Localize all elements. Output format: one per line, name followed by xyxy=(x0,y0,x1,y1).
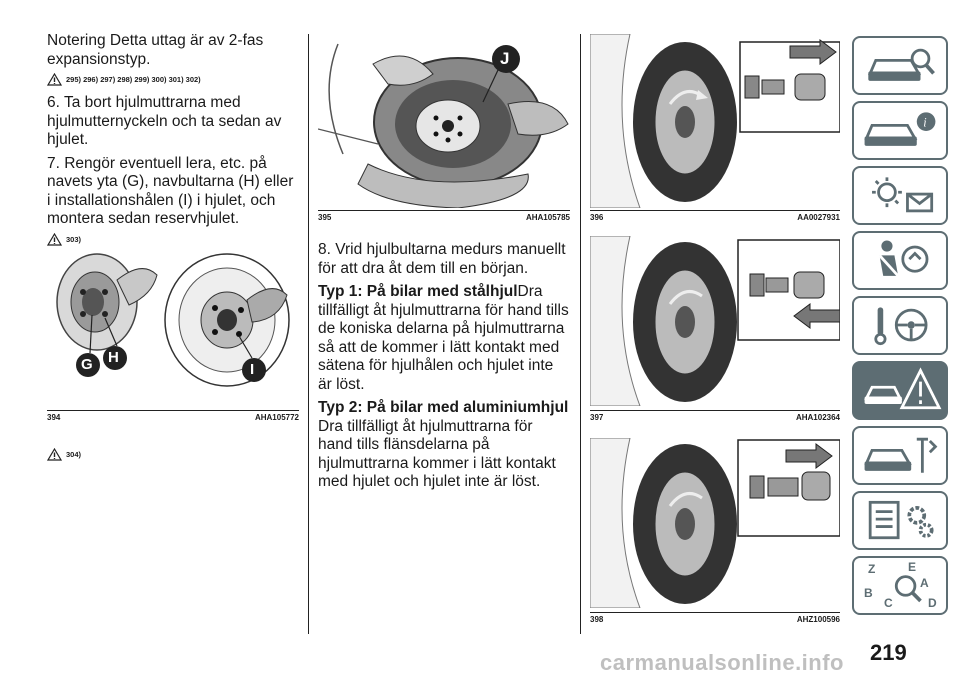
warning-icon xyxy=(47,448,62,461)
figure-code: AA0027931 xyxy=(797,213,840,222)
column-1: Notering Detta uttag är av 2-fas expansi… xyxy=(47,32,299,246)
watermark: carmanualsonline.info xyxy=(600,650,844,675)
figure-number: 396 xyxy=(590,213,604,222)
figure-394: G H I xyxy=(47,240,299,408)
figure-396-caption: 396 AA0027931 xyxy=(590,210,840,222)
step-7: 7. Rengör eventuell lera, etc. på navets… xyxy=(47,154,294,228)
tab-breakdown-warning[interactable] xyxy=(852,361,948,420)
tab-index-search[interactable]: Z E A B C D xyxy=(852,556,948,615)
column-2-text: 8. Vrid hjulbultarna medurs manuellt för… xyxy=(318,241,570,492)
tab-specs-gear[interactable] xyxy=(852,491,948,550)
figure-code: AHZ100596 xyxy=(796,615,840,624)
tab-dashboard-lights[interactable] xyxy=(852,166,948,225)
dashboard-lights-icon xyxy=(872,177,934,213)
figure-397 xyxy=(590,236,840,406)
step-6: 6. Ta bort hjulmuttrarna med hjulmuttern… xyxy=(47,94,282,148)
figure-395-caption: 395 AHA105785 xyxy=(318,210,570,222)
tab-seatbelt-airbag[interactable] xyxy=(852,231,948,290)
car-search-icon xyxy=(868,48,935,81)
breakdown-warning-icon xyxy=(864,367,942,410)
specs-gear-icon xyxy=(868,500,934,540)
tab-car-info[interactable]: i xyxy=(852,101,948,160)
step-8: 8. Vrid hjulbultarna medurs manuellt för… xyxy=(318,241,566,277)
figure-number: 395 xyxy=(318,213,332,222)
warning-refs-2: 303) xyxy=(47,232,299,246)
figure-number: 394 xyxy=(47,413,61,422)
steering-key-icon xyxy=(874,307,928,346)
type-2-text: Dra tillfälligt åt hjulmuttrarna för han… xyxy=(318,417,556,491)
label-g: G xyxy=(81,356,93,373)
tab-steering-key[interactable] xyxy=(852,296,948,355)
figure-398 xyxy=(590,438,840,608)
figure-code: AHA105772 xyxy=(254,413,299,422)
label-i: I xyxy=(250,361,255,378)
index-search-icon xyxy=(894,575,922,603)
column-divider-1 xyxy=(308,34,309,634)
figure-394-caption: 394 AHA105772 xyxy=(47,410,299,422)
type-1-title: Typ 1: På bilar med stålhjul xyxy=(318,283,518,300)
car-info-icon: i xyxy=(864,112,936,146)
car-service-icon xyxy=(864,437,938,473)
figure-398-caption: 398 AHZ100596 xyxy=(590,612,840,624)
warning-icon xyxy=(47,73,62,86)
svg-text:i: i xyxy=(923,115,926,129)
warning-refs-1: 295) 296) 297) 298) 299) 300) 301) 302) xyxy=(47,73,299,86)
type-2-title: Typ 2: På bilar med aluminiumhjul xyxy=(318,399,569,416)
type-1-text: Dra tillfälligt åt hjulmuttrarna för han… xyxy=(318,283,569,393)
tab-car-service[interactable] xyxy=(852,426,948,485)
column-divider-2 xyxy=(580,34,581,634)
figure-397-caption: 397 AHA102364 xyxy=(590,410,840,422)
label-j: J xyxy=(500,49,510,68)
seatbelt-airbag-icon xyxy=(878,240,929,277)
type-1-paragraph: Typ 1: På bilar med stålhjulDra tillfäll… xyxy=(318,283,570,394)
figure-395: J xyxy=(318,34,570,208)
note-text: Notering Detta uttag är av 2-fas expansi… xyxy=(47,32,264,68)
figure-number: 398 xyxy=(590,615,604,624)
figure-396 xyxy=(590,34,840,208)
figure-number: 397 xyxy=(590,413,604,422)
warning-icon xyxy=(47,232,62,246)
tab-car-search[interactable] xyxy=(852,36,948,95)
label-h: H xyxy=(108,349,119,366)
figure-code: AHA105785 xyxy=(525,213,570,222)
figure-code: AHA102364 xyxy=(795,413,840,422)
page-number: 219 xyxy=(870,640,907,665)
warning-refs-3: 304) xyxy=(47,448,81,461)
